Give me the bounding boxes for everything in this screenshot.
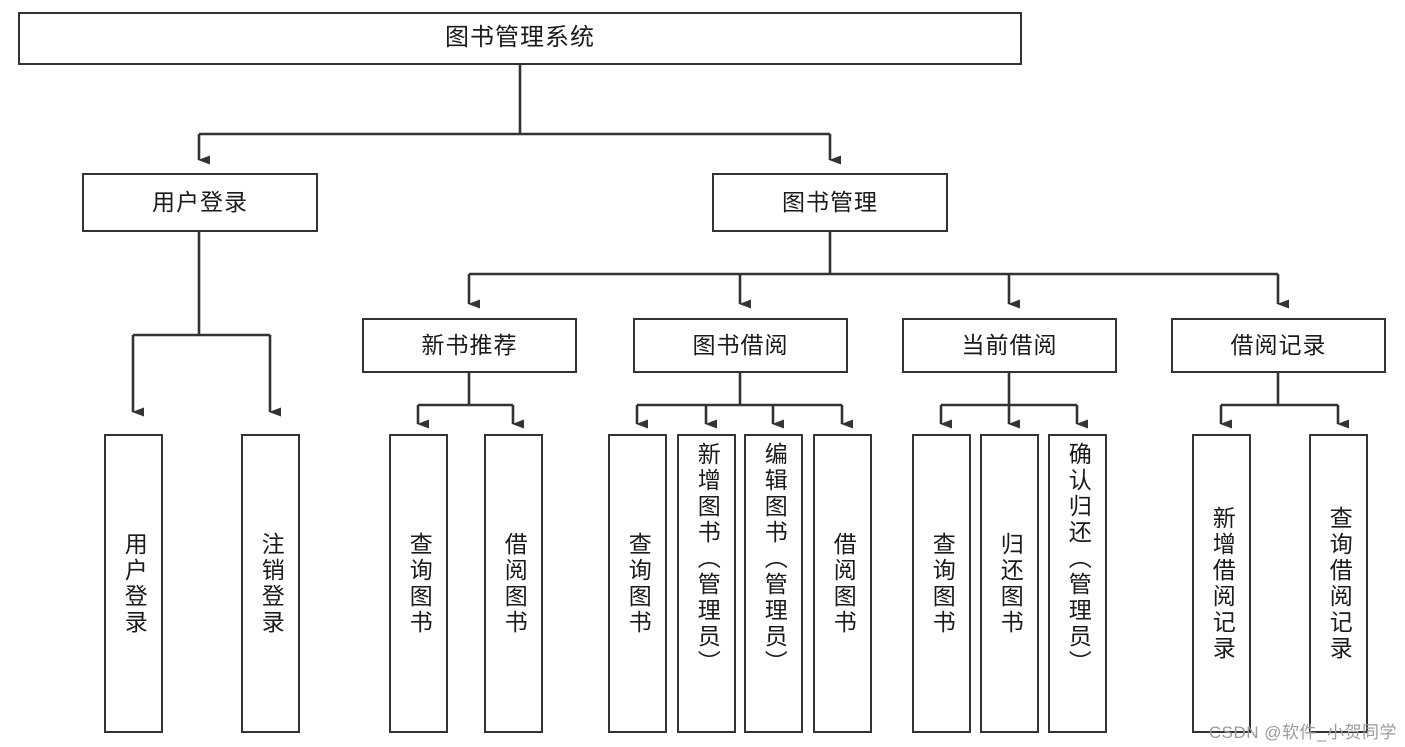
node-root-system[interactable]: 图书管理系统 <box>18 12 1022 65</box>
node-label: 当前借阅 <box>961 331 1058 358</box>
node-label: 新书推荐 <box>421 331 518 358</box>
node-label: 图书管理 <box>782 188 878 215</box>
leaf-user-logout[interactable]: 注销登录 <box>241 434 300 733</box>
leaf-label: 归还图书 <box>997 531 1024 636</box>
leaf-label: 查询图书 <box>929 531 956 636</box>
leaf-label: 查询借阅记录 <box>1326 505 1353 662</box>
leaf-add-borrow-record[interactable]: 新增借阅记录 <box>1192 434 1251 733</box>
node-label: 用户登录 <box>152 188 248 215</box>
leaf-label: 查询图书 <box>625 531 652 636</box>
leaf-confirm-return-admin[interactable]: 确认归还（管理员） <box>1048 434 1107 733</box>
leaf-return-book[interactable]: 归还图书 <box>980 434 1039 733</box>
leaf-add-book-admin[interactable]: 新增图书（管理员） <box>677 434 736 733</box>
leaf-label: 借阅图书 <box>830 531 857 636</box>
leaf-borrow-book[interactable]: 借阅图书 <box>813 434 872 733</box>
node-label: 借阅记录 <box>1230 331 1327 358</box>
leaf-query-book-recommend[interactable]: 查询图书 <box>389 434 448 733</box>
leaf-label: 查询图书 <box>406 531 433 636</box>
node-borrow-record[interactable]: 借阅记录 <box>1171 318 1386 373</box>
node-book-management[interactable]: 图书管理 <box>712 173 948 232</box>
node-current-borrow[interactable]: 当前借阅 <box>902 318 1117 373</box>
leaf-query-book-borrow[interactable]: 查询图书 <box>608 434 667 733</box>
node-new-book-recommend[interactable]: 新书推荐 <box>362 318 577 373</box>
leaf-edit-book-admin[interactable]: 编辑图书（管理员） <box>744 434 803 733</box>
leaf-label: 新增图书（管理员） <box>694 442 721 676</box>
node-label: 图书管理系统 <box>445 24 595 52</box>
leaf-label: 注销登录 <box>258 531 285 636</box>
leaf-label: 用户登录 <box>121 531 148 636</box>
leaf-label: 编辑图书（管理员） <box>761 442 788 676</box>
node-label: 图书借阅 <box>692 331 789 358</box>
leaf-query-borrow-record[interactable]: 查询借阅记录 <box>1309 434 1368 733</box>
leaf-borrow-book-recommend[interactable]: 借阅图书 <box>484 434 543 733</box>
leaf-label: 借阅图书 <box>501 531 528 636</box>
leaf-label: 新增借阅记录 <box>1209 505 1236 662</box>
node-book-borrow[interactable]: 图书借阅 <box>633 318 848 373</box>
node-user-login[interactable]: 用户登录 <box>82 173 318 232</box>
leaf-label: 确认归还（管理员） <box>1065 442 1092 676</box>
leaf-user-login[interactable]: 用户登录 <box>104 434 163 733</box>
leaf-query-book-current[interactable]: 查询图书 <box>912 434 971 733</box>
